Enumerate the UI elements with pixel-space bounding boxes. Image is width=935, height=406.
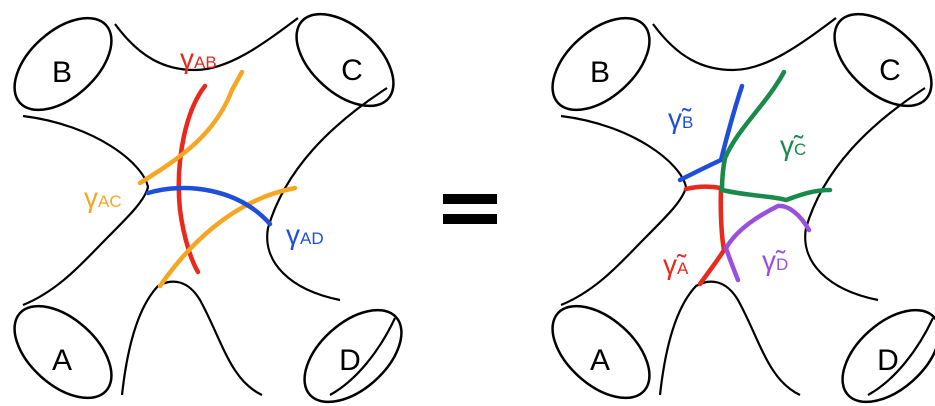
right-surface-outline — [560, 17, 934, 396]
right-boundary-a-label: A — [590, 344, 610, 377]
equals-bar-bottom — [443, 214, 497, 224]
left-geodesic-ac-curve-lower — [157, 185, 298, 289]
left-geodesic-ad-subscript: AD — [300, 229, 324, 248]
right-boundary-c-label: C — [879, 54, 901, 87]
right-boundary-b-label: B — [590, 56, 610, 89]
left-boundary-b-circle — [13, 16, 113, 112]
left-geodesic-ad-label: γAD — [286, 219, 324, 250]
left-boundary-d-circle — [303, 308, 403, 404]
equals-bar-top — [443, 194, 497, 204]
right-geodesic-a-curve — [683, 184, 727, 287]
left-boundary-c-label: C — [341, 54, 363, 87]
left-geodesic-ac-subscript: AC — [98, 192, 122, 211]
left-geodesic-ab-curve — [176, 83, 208, 275]
right-geodesic-b-label: γ̃B — [668, 103, 693, 134]
equals-sign — [443, 194, 497, 224]
right-geodesic-a-label: γ̃A — [663, 249, 689, 280]
right-boundary-a-circle — [551, 304, 651, 400]
left-surface-outline — [22, 17, 396, 396]
left-geodesic-ab-subscript: AB — [194, 53, 217, 72]
left-geodesic-ad-symbol: γ — [286, 219, 300, 250]
right-geodesic-b-curve — [677, 83, 745, 183]
left-geodesic-ac-curve-upper — [137, 69, 245, 186]
left-geodesic-ac-symbol: γ — [84, 182, 98, 213]
right-four-boundary-surface: B C A D γ̃B γ̃C γ̃A γ̃D — [551, 12, 935, 404]
left-geodesic-ac-label: γAC — [84, 182, 122, 213]
right-boundary-c-circle — [833, 12, 933, 108]
right-geodesic-d-label: γ̃D — [762, 245, 788, 276]
left-boundary-b-label: B — [52, 56, 72, 89]
right-geodesic-c-curve — [719, 69, 833, 203]
left-boundary-c-circle — [295, 12, 395, 108]
left-geodesic-ad-curve — [145, 185, 273, 227]
right-geodesic-a-subscript: A — [677, 259, 689, 278]
right-geodesic-d-subscript: D — [776, 255, 788, 274]
right-boundary-d-label: D — [877, 344, 899, 377]
left-four-boundary-surface: B C A D γAB γAC γAD — [13, 12, 403, 404]
left-geodesic-ab-label: γAB — [180, 43, 217, 74]
left-geodesic-ab-symbol: γ — [180, 43, 194, 74]
right-geodesic-c-label: γ̃C — [780, 130, 806, 161]
right-boundary-b-circle — [551, 16, 651, 112]
left-boundary-a-label: A — [52, 344, 72, 377]
right-boundary-d-circle — [841, 308, 935, 404]
right-geodesic-c-subscript: C — [794, 140, 806, 159]
left-boundary-a-circle — [13, 304, 113, 400]
right-geodesic-d-curve — [723, 203, 812, 283]
right-geodesic-b-subscript: B — [682, 113, 693, 132]
left-boundary-d-label: D — [339, 344, 361, 377]
